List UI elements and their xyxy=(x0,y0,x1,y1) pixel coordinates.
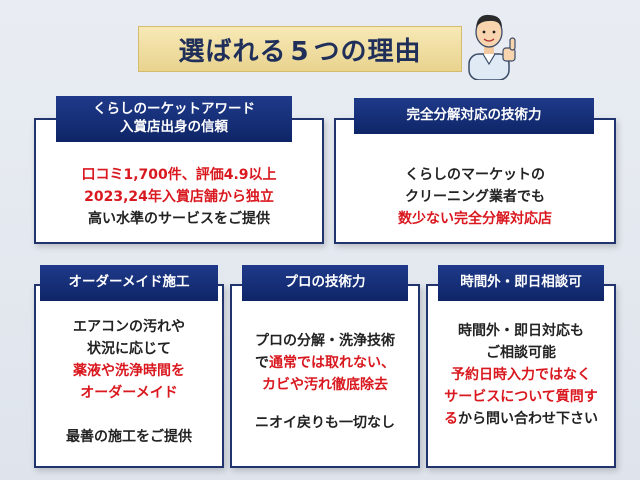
card-after-hours xyxy=(426,284,616,468)
card-trust-body: 口コミ1,700件、評価4.9以上 2023,24年入賞店舗から独立 高い水準の… xyxy=(81,167,277,227)
card-after-hours-body: 時間外・即日対応も ご相談可能 予約日時入力ではなく サービスについて質問す る… xyxy=(444,323,598,427)
thumbs-up-man-icon xyxy=(468,14,516,80)
card-disassembly-header: 完全分解対応の技術力 xyxy=(354,98,594,134)
card-custom xyxy=(34,284,224,468)
card-pro-skill xyxy=(230,284,420,468)
card-custom-header: オーダーメイド施工 xyxy=(40,265,218,301)
card-pro-skill-header: プロの技術力 xyxy=(242,265,408,301)
card-disassembly-body: くらしのマーケットの クリーニング業者でも 数少ない完全分解対応店 xyxy=(398,167,552,227)
card-custom-body: エアコンの汚れや 状況に応じて 薬液や洗浄時間を オーダーメイド 最善の施工をご… xyxy=(66,319,192,445)
card-trust-header: くらしのーケットアワード 入賞店出身の信頼 xyxy=(56,96,292,142)
card-after-hours-header: 時間外・即日相談可 xyxy=(438,265,604,301)
card-pro-skill-body: プロの分解・洗浄技術 で通常では取れない、 カビや汚れ徹底除去 ニオイ戻りも一切… xyxy=(255,333,395,431)
